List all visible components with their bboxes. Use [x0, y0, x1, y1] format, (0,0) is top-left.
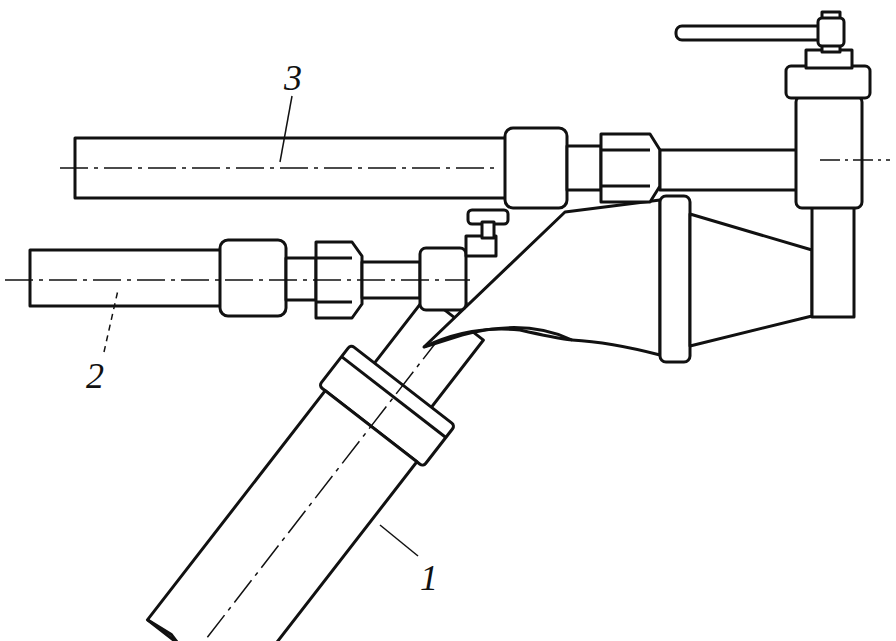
leader-line	[104, 290, 118, 352]
leader-line	[380, 525, 418, 556]
callout-number: 1	[420, 560, 438, 596]
tee-leg	[812, 205, 854, 317]
flange	[660, 196, 690, 362]
cone	[690, 214, 812, 346]
pipe-two	[30, 250, 222, 306]
callout-number: 3	[284, 60, 302, 96]
valve-handle	[676, 26, 836, 40]
leader-line	[280, 96, 292, 162]
callout-number: 2	[86, 358, 104, 394]
tee-body	[796, 96, 862, 208]
